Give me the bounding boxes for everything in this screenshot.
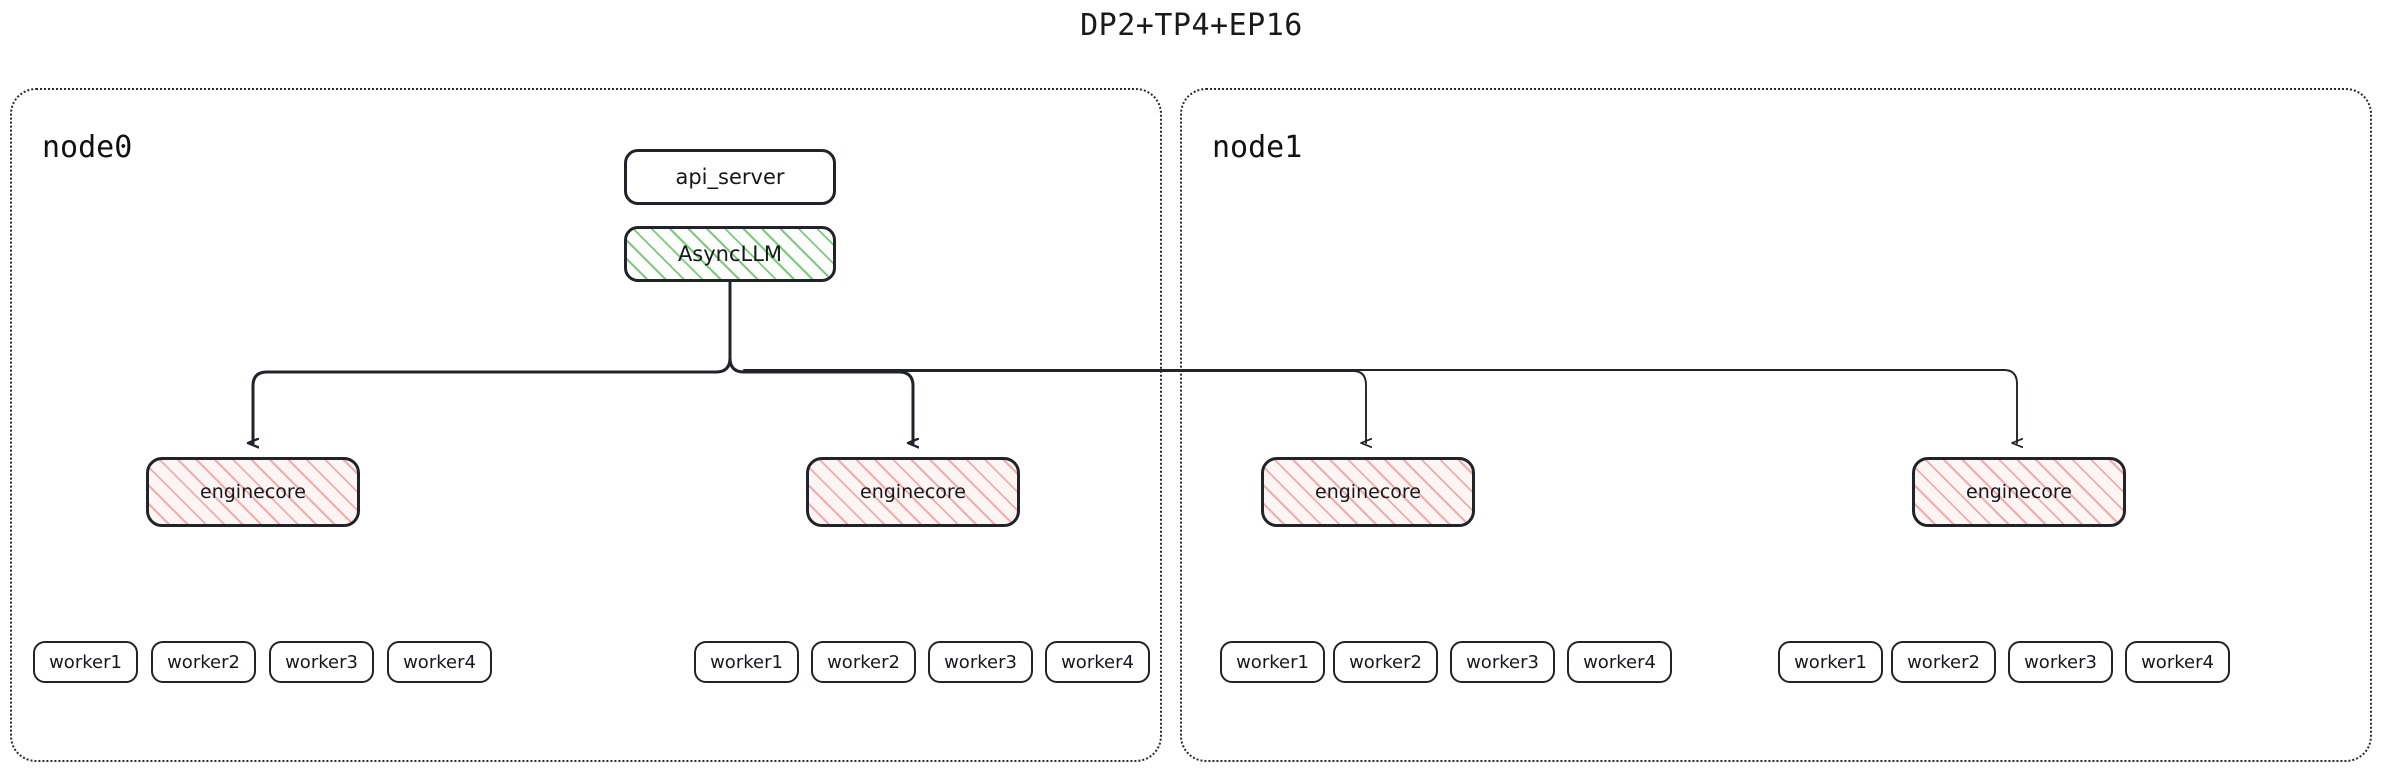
worker-box-node0-g1-w3[interactable]: worker3 <box>269 641 374 683</box>
enginecore-label: enginecore <box>1315 481 1421 503</box>
worker-label: worker1 <box>1236 651 1309 673</box>
service-box-api-server[interactable]: api_server <box>624 149 836 205</box>
node-container-node0 <box>10 88 1162 762</box>
worker-box-node0-g2-w1[interactable]: worker1 <box>694 641 799 683</box>
enginecore-box-node0-2[interactable]: enginecore <box>806 457 1020 527</box>
service-box-asyncllm[interactable]: AsyncLLM <box>624 226 836 282</box>
worker-box-node1-g1-w4[interactable]: worker4 <box>1567 641 1672 683</box>
worker-box-node0-g2-w2[interactable]: worker2 <box>811 641 916 683</box>
worker-box-node0-g1-w2[interactable]: worker2 <box>151 641 256 683</box>
worker-box-node1-g1-w1[interactable]: worker1 <box>1220 641 1325 683</box>
worker-box-node1-g1-w3[interactable]: worker3 <box>1450 641 1555 683</box>
service-label-api-server: api_server <box>675 165 785 189</box>
worker-label: worker4 <box>1061 651 1134 673</box>
worker-box-node0-g2-w4[interactable]: worker4 <box>1045 641 1150 683</box>
enginecore-label: enginecore <box>860 481 966 503</box>
node-label-node1: node1 <box>1212 130 1303 165</box>
enginecore-box-node1-2[interactable]: enginecore <box>1912 457 2126 527</box>
worker-label: worker1 <box>710 651 783 673</box>
page-title: DP2+TP4+EP16 <box>1080 8 1303 43</box>
worker-label: worker4 <box>403 651 476 673</box>
worker-label: worker2 <box>827 651 900 673</box>
worker-box-node0-g2-w3[interactable]: worker3 <box>928 641 1033 683</box>
worker-label: worker3 <box>2024 651 2097 673</box>
worker-label: worker2 <box>167 651 240 673</box>
worker-label: worker4 <box>1583 651 1656 673</box>
worker-label: worker3 <box>944 651 1017 673</box>
worker-label: worker4 <box>2141 651 2214 673</box>
enginecore-label: enginecore <box>1966 481 2072 503</box>
worker-box-node1-g2-w4[interactable]: worker4 <box>2125 641 2230 683</box>
service-label-asyncllm: AsyncLLM <box>677 242 783 266</box>
worker-box-node1-g2-w1[interactable]: worker1 <box>1778 641 1883 683</box>
worker-box-node1-g2-w3[interactable]: worker3 <box>2008 641 2113 683</box>
worker-label: worker3 <box>285 651 358 673</box>
worker-box-node1-g2-w2[interactable]: worker2 <box>1891 641 1996 683</box>
enginecore-label: enginecore <box>200 481 306 503</box>
worker-label: worker1 <box>49 651 122 673</box>
node-container-node1 <box>1180 88 2372 762</box>
enginecore-box-node1-1[interactable]: enginecore <box>1261 457 1475 527</box>
worker-label: worker2 <box>1349 651 1422 673</box>
worker-box-node0-g1-w1[interactable]: worker1 <box>33 641 138 683</box>
worker-box-node0-g1-w4[interactable]: worker4 <box>387 641 492 683</box>
node-label-node0: node0 <box>42 130 133 165</box>
worker-label: worker2 <box>1907 651 1980 673</box>
worker-box-node1-g1-w2[interactable]: worker2 <box>1333 641 1438 683</box>
worker-label: worker1 <box>1794 651 1867 673</box>
enginecore-box-node0-1[interactable]: enginecore <box>146 457 360 527</box>
worker-label: worker3 <box>1466 651 1539 673</box>
